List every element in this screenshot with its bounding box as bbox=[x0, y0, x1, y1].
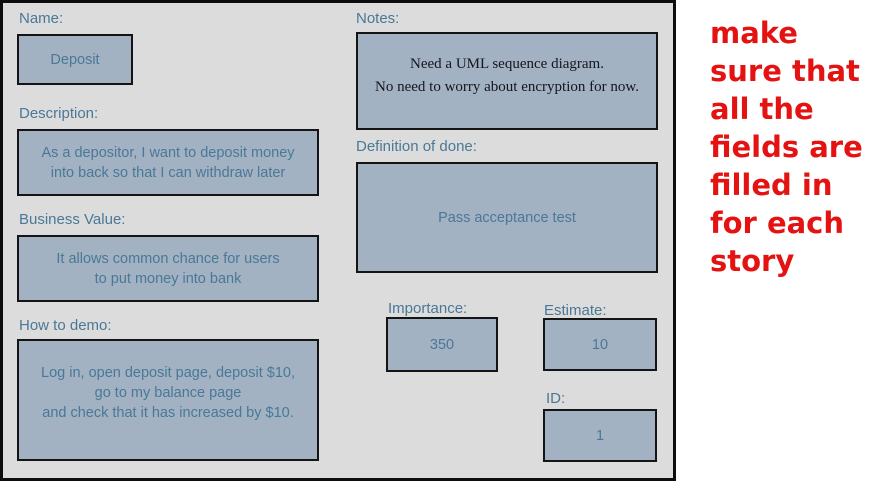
notes-field-label: Notes: bbox=[356, 10, 400, 27]
story-card-panel: Name: Deposit Description: As a deposito… bbox=[0, 0, 676, 481]
estimate-field-value: 10 bbox=[591, 336, 609, 353]
description-field-box: As a depositor, I want to deposit money … bbox=[17, 129, 319, 196]
name-field-value: Deposit bbox=[50, 51, 100, 68]
how-to-demo-field-box: Log in, open deposit page, deposit $10, … bbox=[17, 339, 319, 461]
importance-field-value: 350 bbox=[429, 336, 455, 353]
id-field-box: 1 bbox=[543, 409, 657, 462]
how-to-demo-field-label: How to demo: bbox=[19, 317, 112, 334]
estimate-field-box: 10 bbox=[543, 318, 657, 371]
margin-annotation-text: make sure that all the fields are filled… bbox=[710, 16, 863, 278]
name-field-label: Name: bbox=[19, 10, 64, 27]
how-to-demo-field-value: Log in, open deposit page, deposit $10, … bbox=[41, 365, 295, 421]
definition-of-done-field-value: Pass acceptance test bbox=[438, 209, 576, 226]
notes-field-value: Need a UML sequence diagram. No need to … bbox=[375, 56, 639, 95]
id-field-value: 1 bbox=[595, 427, 605, 444]
importance-field-label: Importance: bbox=[388, 300, 468, 317]
estimate-field-label: Estimate: bbox=[544, 302, 607, 319]
id-field-label: ID: bbox=[546, 390, 566, 407]
business-value-field-value: It allows common chance for users to put… bbox=[56, 250, 280, 287]
definition-of-done-field-box: Pass acceptance test bbox=[356, 162, 658, 273]
business-value-field-box: It allows common chance for users to put… bbox=[17, 235, 319, 302]
importance-field-box: 350 bbox=[386, 317, 498, 372]
definition-of-done-field-label: Definition of done: bbox=[356, 138, 477, 155]
notes-field-box: Need a UML sequence diagram. No need to … bbox=[356, 32, 658, 130]
name-field-box: Deposit bbox=[17, 34, 133, 85]
description-field-label: Description: bbox=[19, 105, 99, 122]
business-value-field-label: Business Value: bbox=[19, 211, 126, 228]
description-field-value: As a depositor, I want to deposit money … bbox=[41, 144, 295, 181]
